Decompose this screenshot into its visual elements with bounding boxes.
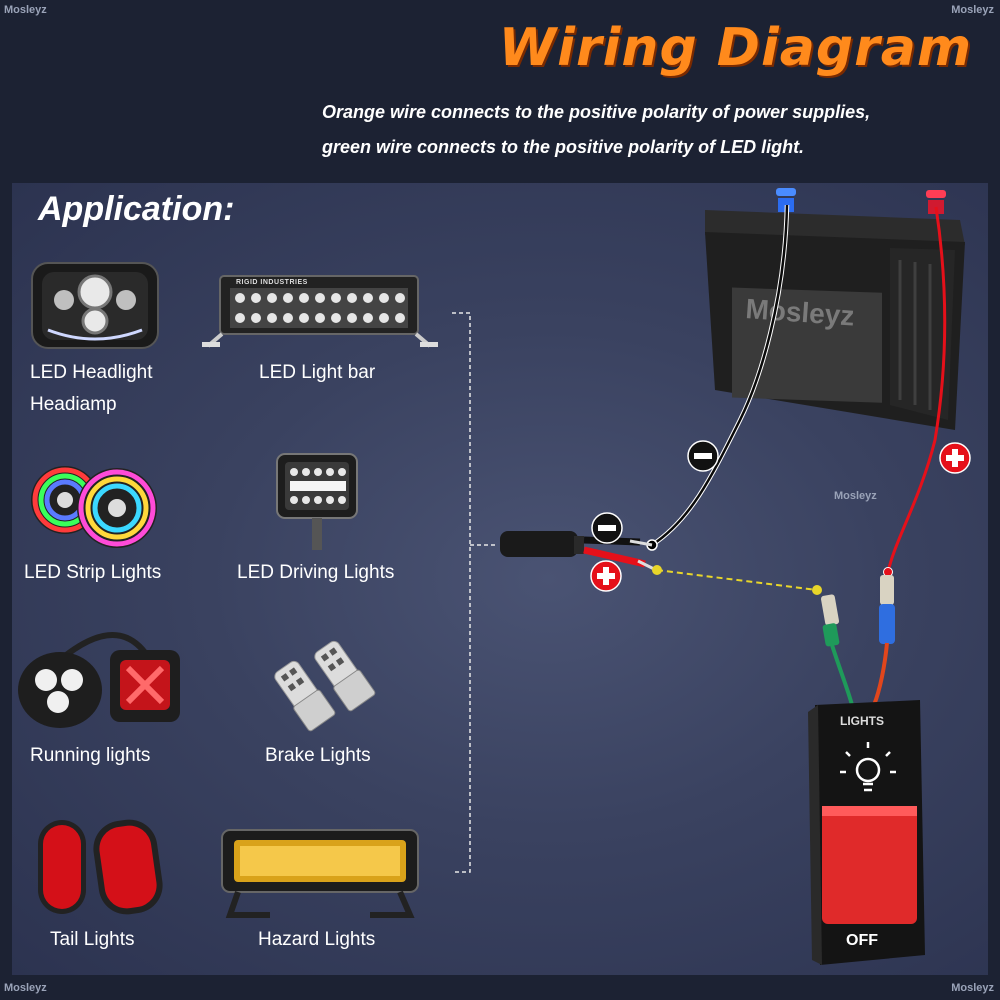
light-bar-brand: RIGID INDUSTRIES	[236, 279, 308, 286]
driving-light-icon	[276, 453, 358, 550]
strip-lights-icon	[31, 466, 157, 548]
subtitle-line-1: Orange wire connects to the positive pol…	[322, 102, 871, 122]
label-brake-lights: Brake Lights	[265, 745, 371, 766]
running-light-icon	[18, 632, 180, 728]
label-led-headlight: LED Headlight	[30, 362, 153, 383]
positive-badge-wire	[590, 560, 622, 592]
negative-wire	[651, 204, 789, 547]
watermark: Mosleyz	[834, 490, 877, 502]
watermark: Mosleyz	[951, 4, 994, 16]
page-title: Wiring Diagram	[498, 18, 972, 78]
label-running-lights: Running lights	[30, 745, 151, 766]
label-led-strip-lights: LED Strip Lights	[24, 562, 162, 583]
yellow-dashed-link	[656, 569, 818, 591]
application-bracket	[452, 312, 471, 873]
label-hazard-lights: Hazard Lights	[258, 929, 376, 950]
label-headlamp: Headiamp	[30, 394, 117, 415]
battery-icon: Mosleyz	[705, 188, 965, 430]
fuse-holder-icon	[500, 531, 657, 572]
positive-wire	[886, 206, 947, 573]
headlight-icon	[31, 262, 159, 349]
light-bulb-icon	[840, 742, 896, 792]
negative-badge-battery	[687, 440, 719, 472]
watermark: Mosleyz	[4, 4, 47, 16]
label-led-driving-lights: LED Driving Lights	[237, 562, 395, 583]
subtitle-line-2: green wire connects to the positive pola…	[322, 137, 805, 157]
brake-bulb-icon	[274, 640, 376, 732]
label-led-light-bar: LED Light bar	[259, 362, 376, 383]
rocker-switch: LIGHTS OFF	[808, 700, 925, 965]
hazard-light-icon	[221, 829, 419, 918]
switch-bottom-label: OFF	[846, 932, 878, 949]
watermark: Mosleyz	[4, 982, 47, 994]
switch-top-label: LIGHTS	[840, 714, 884, 728]
orange-wire	[872, 642, 889, 706]
battery-brand: Mosleyz	[745, 293, 856, 332]
application-heading: Application:	[38, 190, 235, 228]
label-tail-lights: Tail Lights	[50, 929, 135, 950]
watermark: Mosleyz	[951, 982, 994, 994]
negative-badge-wire	[591, 512, 623, 544]
tail-light-icon	[38, 819, 163, 915]
positive-badge-battery	[939, 442, 971, 474]
green-wire	[830, 644, 854, 706]
switch-rocker-button[interactable]	[822, 806, 917, 924]
switch-terminals	[820, 575, 895, 706]
light-bar-icon	[202, 275, 438, 348]
